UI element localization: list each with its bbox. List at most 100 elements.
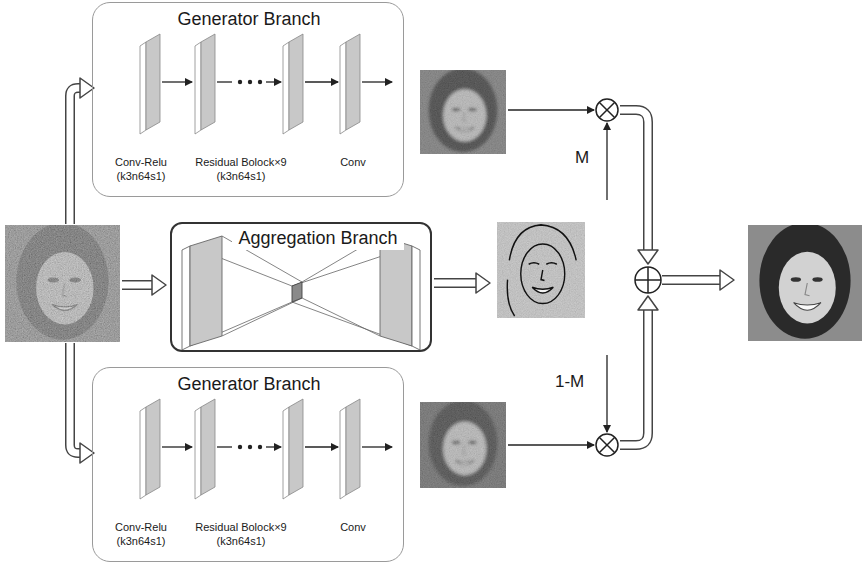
noisy-input-image-part — [5, 225, 120, 342]
thin-arrow-part — [508, 444, 594, 445]
layer-label: Residual Bolock×9 (k3n64s1) — [181, 521, 301, 549]
layer-label: Conv-Relu (k3n64s1) — [101, 156, 181, 184]
hollow-arrow-part — [638, 250, 658, 264]
mask-image-part — [507, 225, 576, 316]
encoder-decoder-layers — [182, 236, 420, 350]
restored-image-part-part — [805, 283, 810, 296]
multiply-symbol-part — [599, 102, 615, 118]
noisy-input-image-part — [5, 225, 120, 342]
noisy-input-image — [5, 225, 120, 342]
layer-label: Conv — [328, 521, 378, 535]
mask-image-part — [497, 222, 585, 318]
mask-image-part-part — [529, 263, 540, 264]
restored-image-part-part — [794, 303, 821, 311]
encoder-decoder-layers-part — [222, 298, 302, 336]
generated-image-part — [420, 70, 506, 154]
hollow-arrow — [122, 275, 166, 295]
hollow-arrow-part — [662, 277, 722, 284]
hollow-arrow — [434, 273, 490, 293]
hollow-arrow-part — [122, 280, 155, 290]
hollow-arrow-part — [638, 296, 658, 310]
generator-layers-part — [266, 81, 281, 82]
restored-image-part — [759, 225, 850, 339]
thin-arrow — [508, 110, 607, 445]
generator-layers-part — [238, 80, 242, 84]
hollow-arrow-part — [620, 308, 648, 445]
restored-image-part-part — [759, 225, 850, 339]
generator-layers-part — [258, 80, 262, 84]
generator-layers — [140, 399, 392, 499]
generator-layers-part — [258, 445, 262, 449]
multiply-symbol — [596, 99, 618, 121]
generator-layers-part — [140, 34, 160, 134]
layer-label: Conv-Relu (k3n64s1) — [101, 521, 181, 549]
generated-image-part — [420, 402, 506, 488]
encoder-decoder-layers-part — [412, 246, 420, 350]
mask-image-part — [497, 222, 585, 318]
hollow-arrow-part — [620, 110, 648, 252]
multiply-symbol-part — [599, 102, 615, 118]
multiply-symbol — [596, 434, 618, 456]
generator-layers-part — [362, 81, 392, 82]
hollow-arrow — [70, 78, 94, 224]
generator-layers-part — [217, 81, 232, 82]
hollow-arrow — [662, 270, 734, 290]
mask-label: 1-M — [555, 372, 584, 392]
restored-image-part-part — [791, 277, 801, 282]
generated-image — [420, 70, 506, 154]
generator-layers-part — [238, 445, 242, 449]
branch-box: Generator BranchConv-Relu (k3n64s1)Resid… — [92, 367, 404, 562]
hollow-arrow — [620, 110, 658, 264]
generator-layers-part — [305, 81, 338, 82]
generator-layers-part — [140, 399, 160, 499]
hollow-arrow-part — [720, 270, 734, 290]
multiply-symbol-part — [599, 437, 615, 453]
hollow-arrow-part — [122, 282, 155, 289]
hollow-arrow-part — [620, 308, 648, 445]
generator-layers-part — [340, 34, 360, 134]
mask-image-part-part — [521, 244, 565, 304]
branch-box: Generator BranchConv-Relu (k3n64s1)Resid… — [92, 2, 404, 197]
encoder-decoder-layers-part — [380, 236, 412, 346]
hollow-arrow-part — [434, 280, 478, 287]
restored-image — [748, 225, 862, 341]
generator-layers-part — [217, 446, 232, 447]
mask-image-part-part — [507, 280, 514, 316]
generator-layers-part — [362, 446, 392, 447]
mask-image — [497, 222, 585, 318]
multiply-symbol-part — [599, 437, 615, 453]
hollow-arrow — [620, 296, 658, 445]
multiply-symbol-part — [596, 99, 618, 121]
layer-label: Residual Bolock×9 (k3n64s1) — [181, 156, 301, 184]
encoder-decoder-layers-part — [190, 236, 222, 346]
hollow-arrow-part — [434, 278, 478, 288]
branch-title: Generator Branch — [93, 8, 405, 31]
mask-image-part-part — [546, 263, 557, 264]
generator-layers-part — [195, 399, 215, 499]
branch-box: Aggregation Branch — [170, 222, 432, 352]
hollow-arrow-part — [152, 275, 166, 295]
mask-image-part-part — [541, 270, 545, 281]
hollow-arrow — [70, 343, 94, 463]
restored-image-part-part — [812, 277, 822, 282]
mask-label: M — [575, 148, 589, 168]
add-symbol-part — [635, 267, 661, 293]
generator-layers-part — [283, 34, 303, 134]
multiply-symbol-part — [596, 434, 618, 456]
thin-arrow-part — [508, 109, 594, 110]
add-symbol-part — [647, 267, 649, 293]
encoder-decoder-layers-part — [182, 246, 190, 350]
generated-image-part — [420, 70, 506, 154]
generator-layers-part — [305, 446, 338, 447]
generator-layers — [140, 34, 392, 134]
thin-arrow-part — [606, 123, 607, 200]
generator-layers-part — [162, 81, 192, 82]
generator-layers-part — [283, 399, 303, 499]
generator-layers-part — [195, 34, 215, 134]
hollow-arrow-part — [662, 275, 722, 285]
generated-image — [420, 402, 506, 488]
hollow-arrow-part — [620, 110, 648, 252]
mask-image-part-part — [532, 287, 553, 293]
hollow-arrow-part — [70, 343, 82, 453]
